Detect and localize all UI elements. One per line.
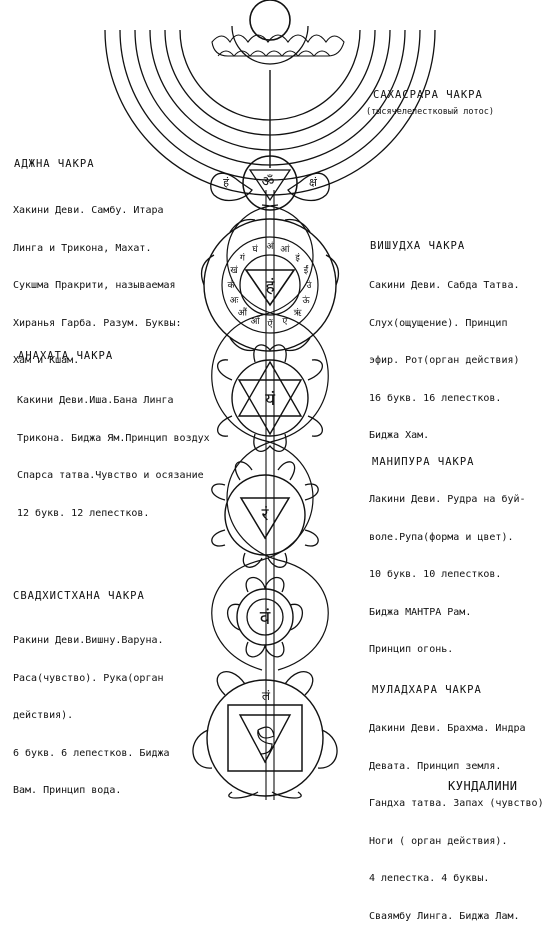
svadhisthana-line: Раса(чувство). Рука(орган [13, 672, 164, 684]
ajna-chakra [210, 155, 330, 211]
petal-letter: ऊं [302, 295, 310, 306]
ajna-title: АДЖНА ЧАКРА [14, 158, 95, 170]
muladhara-line: Сваямбу Линга. Биджа Лам. [369, 910, 520, 922]
crescent-moon [231, 25, 309, 65]
petal-letter: ईं [304, 264, 309, 276]
petal-letter: ओं [250, 315, 260, 327]
ajna-petal-ksham: क्षं [309, 176, 318, 189]
anahata-line: 12 букв. 12 лепестков. [17, 507, 150, 519]
vishuddha-line: 16 букв. 16 лепестков. [369, 392, 502, 404]
ajna-line: Хам и Кшам. [13, 355, 80, 366]
anahata-title: АНАХАТА ЧАКРА [18, 350, 114, 362]
svadhisthana-line: действия). [13, 710, 74, 721]
ajna-line: Хакини Деви. Самбу. Итара [13, 205, 164, 216]
petal-letter: खं [230, 265, 238, 276]
manipura-line: Принцип огонь. [369, 644, 454, 655]
anahata-line: Какини Деви.Иша.Бана Линга [17, 395, 174, 406]
muladhara-bija: लं [262, 689, 271, 703]
petal-letter: अः [230, 296, 239, 306]
manipura-line: Лакини Деви. Рудра на буй- [369, 494, 526, 505]
manipura-line: воле.Рупа(форма и цвет). [369, 531, 514, 543]
petal-letter: गं [240, 252, 246, 263]
muladhara-line: Ноги ( орган действия). [369, 835, 508, 847]
manipura-line: Биджа МАНТРА Рам. [369, 606, 472, 618]
vishuddha-line: Биджа Хам. [369, 430, 430, 441]
petal-letter: कं [228, 280, 236, 291]
ajna-line: Линга и Трикона, Махат. [13, 242, 152, 254]
svadhisthana-chakra [226, 576, 304, 658]
vishuddha-chakra [200, 218, 340, 352]
petal-letter: एं [282, 316, 288, 327]
muladhara-chakra [192, 671, 338, 799]
manipura-bija: रं [262, 505, 270, 525]
manipura-chakra [211, 461, 319, 568]
muladhara-title: МУЛАДХАРА ЧАКРА [372, 684, 482, 696]
petal-letter: इं [295, 252, 300, 263]
svadhisthana-line: Вам. Принцип вода. [13, 785, 122, 796]
petal-letter: औं [238, 307, 248, 319]
muladhara-description: Дакини Деви. Брахма. Индра Девата. Принц… [369, 698, 544, 936]
chakra-diagram: ॐ हं क्षं हं यं रं वं लं अं आं इं ईं उं ऊंऋं ए… [104, 0, 436, 800]
vishuddha-title: ВИШУДХА ЧАКРА [370, 240, 466, 252]
petal-letter: आं [280, 244, 290, 255]
muladhara-line: 4 лепестка. 4 буквы. [369, 873, 490, 884]
svadhisthana-line: Ракини Деви.Вишну.Варуна. [13, 635, 164, 646]
ajna-bija-om: ॐ [262, 174, 275, 190]
vishuddha-line: эфир. Рот(орган действия) [369, 355, 520, 366]
ajna-line: Хиранья Гарба. Разум. Буквы: [13, 317, 182, 329]
svadhisthana-title: СВАДХИСТХАНА ЧАКРА [13, 590, 145, 602]
kundalini-label: КУНДАЛИНИ [448, 779, 518, 793]
svadhisthana-bija: वं [260, 607, 271, 629]
muladhara-line: Дакини Деви. Брахма. Индра [369, 723, 526, 734]
manipura-title: МАНИПУРА ЧАКРА [372, 456, 475, 468]
sahasrara-title: САХАСРАРА ЧАКРА [373, 89, 483, 101]
petal-letter: ऐं [268, 318, 274, 330]
sahasrara-subtitle: (тысячелепестковый лотос) [366, 107, 494, 117]
vishuddha-petal-letters: अं आं इं ईं उं ऊंऋं एं ऐं ओंऔंअः कं खंगं घं [228, 241, 313, 330]
sahasrara-lotus [211, 0, 345, 65]
anahata-line: Спарса татва.Чувство и осязание [17, 470, 204, 481]
petal-letter: घं [252, 244, 258, 255]
ida-pingala [211, 204, 329, 671]
ajna-line: Сукшма Пракрити, называемая [13, 280, 176, 291]
petal-letter: अं [267, 241, 275, 252]
petal-letter: उं [307, 280, 313, 291]
sun-disc [249, 0, 291, 41]
anahata-bija: यं [265, 390, 276, 410]
anahata-chakra [216, 344, 324, 452]
manipura-line: 10 букв. 10 лепестков. [369, 569, 502, 580]
svadhisthana-line: 6 букв. 6 лепестков. Биджа [13, 747, 170, 759]
vishuddha-bija: हं [265, 277, 275, 297]
anahata-line: Трикона. Биджа Ям.Принцип воздух [17, 432, 210, 444]
ajna-petal-ham: हं [223, 176, 229, 189]
anahata-description: Какини Деви.Иша.Бана Линга Трикона. Бидж… [17, 370, 210, 533]
vishuddha-description: Сакини Деви. Сабда Татва. Слух(ощущение)… [369, 255, 520, 455]
muladhara-line: Девата. Принцип земля. [369, 760, 502, 772]
svadhisthana-description: Ракини Деви.Вишну.Варуна. Раса(чувство).… [13, 610, 170, 810]
vishuddha-line: Слух(ощущение). Принцип [369, 317, 508, 329]
vishuddha-line: Сакини Деви. Сабда Татва. [369, 280, 520, 291]
petal-letter: ऋं [294, 308, 302, 319]
ajna-description: Хакини Деви. Самбу. Итара Линга и Трикон… [13, 180, 182, 380]
manipura-description: Лакини Деви. Рудра на буй- воле.Рупа(фор… [369, 469, 526, 669]
